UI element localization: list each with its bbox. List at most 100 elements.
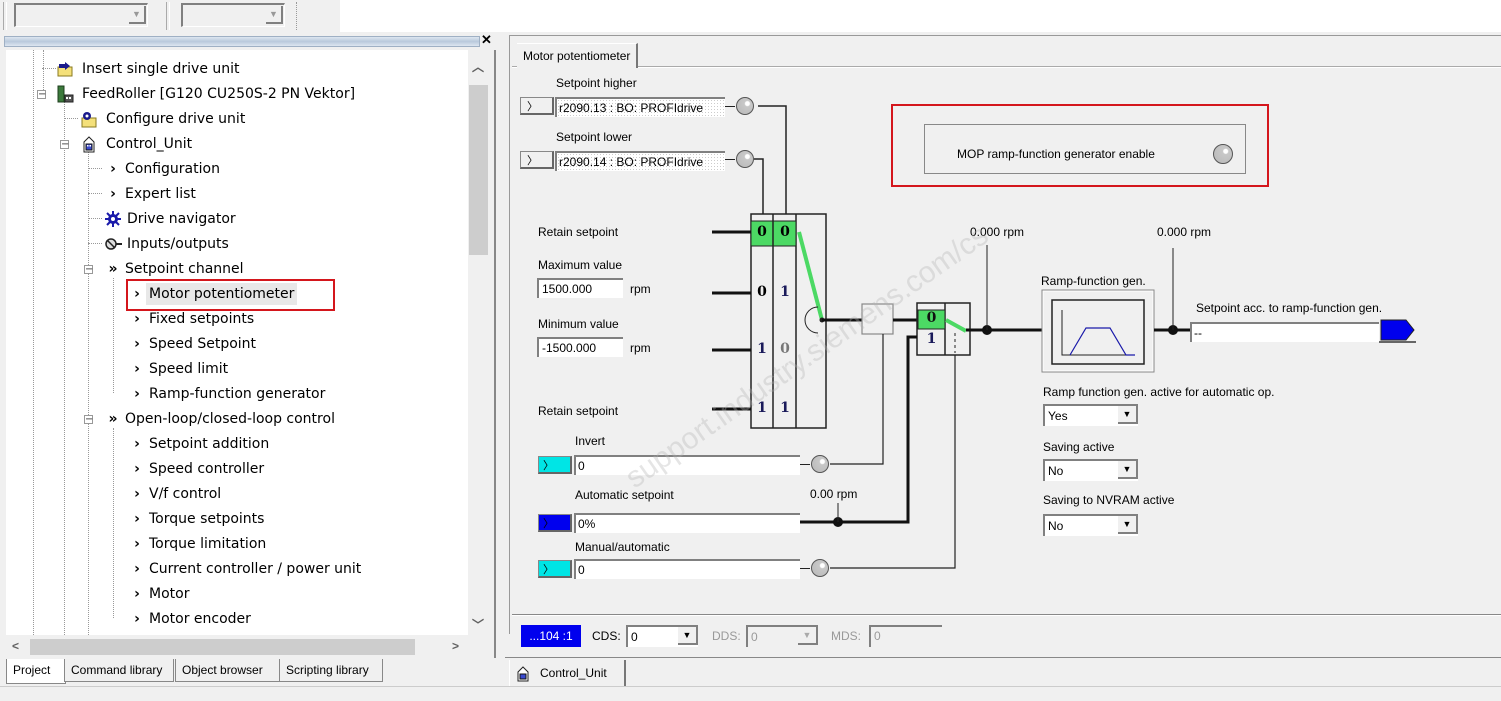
tab-scripting-library[interactable]: Scripting library (279, 659, 383, 682)
tree-item-motor-potentiometer[interactable]: › Motor potentiometer (128, 283, 298, 305)
rfg-active-auto-select[interactable]: Yes ▼ (1043, 404, 1138, 426)
tree-item-current-controller[interactable]: › Current controller / power unit (128, 558, 364, 580)
tree-item-insert-single-drive-unit[interactable]: Insert single drive unit (56, 58, 243, 80)
tree-item-motor-encoder[interactable]: › Motor encoder (128, 608, 254, 630)
close-panel-icon[interactable]: ✕ (481, 32, 492, 47)
tree-item-control-unit[interactable]: Control_Unit (80, 133, 195, 155)
minimum-value-input[interactable]: -1500.000 (537, 337, 623, 357)
tree-item-open-closed-loop-control[interactable]: » Open-loop/closed-loop control (104, 408, 338, 430)
toolbar-combo-2[interactable]: ▼ (181, 3, 285, 27)
toolbar-grip[interactable] (166, 2, 170, 30)
automatic-setpoint-readout: 0.00 rpm (810, 487, 858, 501)
invert-connector-button[interactable]: 〉 (538, 456, 572, 474)
tree-vertical-scroll-thumb[interactable] (469, 85, 488, 255)
cds-select[interactable]: 0 ▼ (626, 625, 698, 647)
tree-item-label: Speed controller (149, 461, 265, 477)
dds-select: 0 ▼ (746, 625, 818, 647)
tree-item-feedroller[interactable]: FeedRoller [G120 CU250S-2 PN Vektor] (56, 83, 358, 105)
tree-item-label: Motor encoder (149, 611, 251, 627)
tree-item-setpoint-channel[interactable]: » Setpoint channel (104, 258, 247, 280)
setpoint-lower-source[interactable]: r2090.14 : BO: PROFIdrive (555, 151, 725, 171)
tree-item-torque-limitation[interactable]: › Torque limitation (128, 533, 269, 555)
collapse-toggle[interactable]: − (84, 414, 94, 425)
tab-object-browser[interactable]: Object browser (175, 659, 281, 682)
scroll-up-icon[interactable]: ︿ (472, 60, 485, 74)
invert-label: Invert (575, 434, 606, 448)
chevron-down-icon[interactable]: ▼ (266, 6, 283, 24)
chevron-right-icon: › (134, 611, 140, 627)
chevron-down-icon[interactable]: ▼ (1118, 461, 1138, 479)
tree-item-setpoint-addition[interactable]: › Setpoint addition (128, 433, 272, 455)
retain-setpoint-label: Retain setpoint (538, 225, 619, 239)
tab-project[interactable]: Project (6, 659, 66, 684)
tree-item-expert-list[interactable]: › Expert list (104, 183, 199, 205)
scroll-left-icon[interactable]: < (12, 639, 20, 653)
chevron-down-icon[interactable]: ▼ (129, 6, 146, 24)
setpoint-lower-connector-button[interactable]: 〉 (520, 151, 554, 169)
chevron-right-icon: › (134, 336, 140, 352)
setpoint-higher-connector-button[interactable]: 〉 (520, 97, 554, 115)
scroll-down-icon[interactable]: ﹀ (472, 618, 485, 632)
tree-item-drive-navigator[interactable]: Drive navigator (104, 208, 239, 230)
tree-line (88, 218, 102, 219)
panel-title-bar[interactable] (4, 36, 480, 47)
chevron-right-icon: › (134, 386, 140, 402)
manual-automatic-label: Manual/automatic (575, 540, 670, 554)
tree-item-torque-setpoints[interactable]: › Torque setpoints (128, 508, 267, 530)
setpoint-lower-label: Setpoint lower (556, 130, 633, 144)
drive-unit-icon (56, 85, 74, 103)
mop-rfg-enable-panel: MOP ramp-function generator enable (924, 124, 1246, 174)
manual-automatic-connector-button[interactable]: 〉 (538, 560, 572, 578)
setpoint-higher-source[interactable]: r2090.13 : BO: PROFIdrive (555, 97, 725, 117)
tree-item-configuration[interactable]: › Configuration (104, 158, 223, 180)
switch-state-0: 0 (926, 310, 937, 326)
minimum-value-unit: rpm (630, 341, 651, 355)
chevron-right-icon: › (134, 311, 140, 327)
saving-nvram-select[interactable]: No ▼ (1043, 514, 1138, 536)
tree-item-inputs-outputs[interactable]: Inputs/outputs (104, 233, 232, 255)
automatic-setpoint-source[interactable]: 0% (574, 513, 800, 533)
tree-item-speed-limit[interactable]: › Speed limit (128, 358, 231, 380)
toolbar: ▼ ▼ (0, 0, 341, 32)
maximum-value-input[interactable]: 1500.000 (537, 278, 623, 298)
tree-line (88, 152, 89, 635)
tree-item-label: Motor potentiometer (146, 283, 298, 305)
separator (505, 657, 1501, 658)
toolbar-grip[interactable] (3, 2, 7, 30)
tree-item-label: Current controller / power unit (149, 561, 362, 577)
saving-active-select[interactable]: No ▼ (1043, 459, 1138, 481)
chevron-down-icon[interactable]: ▼ (1118, 406, 1138, 424)
collapse-toggle[interactable]: − (60, 139, 70, 150)
maximum-value-unit: rpm (630, 282, 651, 296)
tree-item-vf-control[interactable]: › V/f control (128, 483, 224, 505)
chevron-down-icon[interactable]: ▼ (1118, 516, 1138, 534)
doc-tab-control-unit[interactable]: Control_Unit (509, 660, 626, 686)
tree-line (42, 68, 56, 69)
tree-item-motor[interactable]: › Motor (128, 583, 192, 605)
automatic-setpoint-connector-button[interactable]: 〉 (538, 514, 572, 532)
chevron-right-icon: › (134, 361, 140, 377)
rfg-active-auto-label: Ramp function gen. active for automatic … (1043, 385, 1275, 399)
tree-horizontal-scroll-thumb[interactable] (30, 639, 415, 655)
manual-automatic-source[interactable]: 0 (574, 559, 800, 579)
tree-item-ramp-function-generator[interactable]: › Ramp-function generator (128, 383, 328, 405)
scroll-right-icon[interactable]: > (452, 639, 460, 653)
tree-line (64, 102, 65, 635)
chevron-down-icon: ▼ (798, 627, 818, 645)
tree-item-configure-drive-unit[interactable]: Configure drive unit (80, 108, 248, 130)
collapse-toggle[interactable]: − (84, 264, 94, 275)
collapse-toggle[interactable]: − (37, 89, 47, 100)
highlight-mop-rfg-enable (891, 104, 1269, 187)
chevron-down-icon[interactable]: ▼ (678, 627, 698, 645)
tab-motor-potentiometer[interactable]: Motor potentiometer (517, 43, 639, 68)
tree-item-speed-controller[interactable]: › Speed controller (128, 458, 267, 480)
tree-item-fixed-setpoints[interactable]: › Fixed setpoints (128, 308, 257, 330)
invert-source[interactable]: 0 (574, 455, 800, 475)
tree-item-label: Configuration (125, 161, 220, 177)
tree-item-speed-setpoint[interactable]: › Speed Setpoint (128, 333, 259, 355)
toolbar-combo-1[interactable]: ▼ (14, 3, 148, 27)
setpoint-output-field[interactable]: -- (1190, 322, 1379, 342)
tab-command-library[interactable]: Command library (64, 659, 174, 682)
toolbar-separator (296, 2, 299, 30)
switch-state-1: 1 (926, 331, 937, 347)
